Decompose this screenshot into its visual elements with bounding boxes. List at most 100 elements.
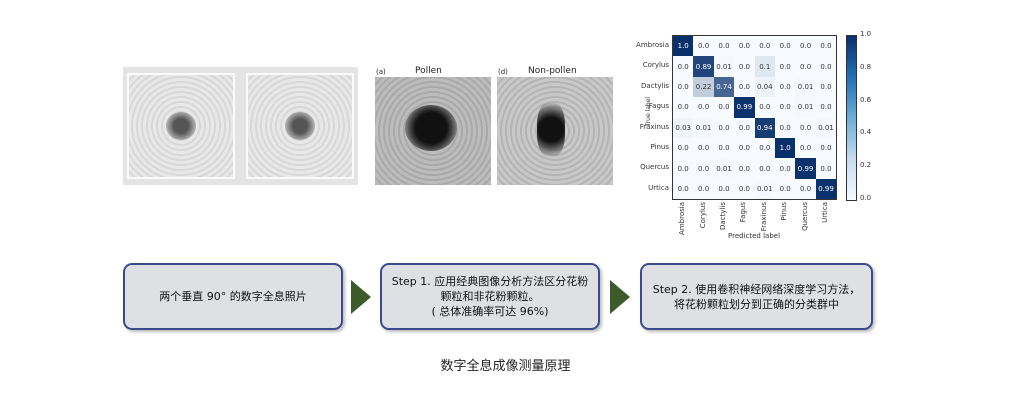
matrix-cell: 0.0	[795, 36, 816, 57]
step-box-step2: Step 2. 使用卷积神经网络深度学习方法，将花粉颗粒划分到正确的分类群中	[640, 263, 873, 330]
matrix-cell: 0.0	[754, 97, 775, 118]
matrix-cell: 0.0	[815, 158, 837, 179]
matrix-cell: 0.0	[795, 117, 816, 138]
caption: 数字全息成像测量原理	[440, 359, 571, 374]
matrix-cell: 0.0	[815, 36, 837, 57]
matrix-cell: 0.0	[754, 36, 775, 57]
pollen-tag: (a)	[376, 68, 386, 76]
matrix-cell: 0.0	[713, 36, 735, 57]
colorbar-tick: 0.4	[860, 128, 872, 137]
box3-text: Step 2. 使用卷积神经网络深度学习方法，将花粉颗粒划分到正确的分类群中	[652, 282, 861, 311]
matrix-cell: 0.0	[815, 97, 837, 118]
colorbar-tick: 0.0	[860, 194, 872, 202]
matrix-cell: 0.0	[734, 117, 755, 138]
matrix-cell: 0.0	[693, 158, 714, 179]
hologram-view-1	[127, 73, 235, 179]
box1-text: 两个垂直 90° 的数字全息照片	[159, 290, 307, 303]
arrow-icon	[610, 280, 630, 314]
y-tick-label: Dactylis	[641, 81, 669, 90]
colorbar-tick: 1.0	[860, 30, 872, 38]
matrix-cell: 0.99	[734, 97, 755, 118]
x-tick-label: Fraxinus	[759, 202, 768, 232]
matrix-cell: 0.01	[713, 158, 735, 179]
matrix-cell: 0.22	[693, 76, 714, 98]
matrix-cell: 0.0	[713, 117, 735, 138]
y-tick-label: Ambrosia	[636, 41, 669, 49]
matrix-cell: 0.0	[734, 36, 755, 57]
y-tick-label: Pinus	[650, 143, 669, 151]
pollen-image	[375, 77, 491, 185]
matrix-cell: 0.01	[795, 97, 816, 118]
x-tick-label: Fagus	[739, 202, 748, 223]
matrix-cell: 0.0	[734, 138, 755, 159]
y-tick-label: Urtica	[648, 183, 669, 192]
matrix-cell: 0.01	[713, 56, 735, 77]
matrix-cell: 0.01	[795, 76, 816, 98]
y-tick-label: Fagus	[648, 102, 669, 111]
matrix-cell: 0.0	[693, 36, 714, 57]
step-box-step1: Step 1. 应用经典图像分析方法区分花粉颗粒和非花粉颗粒。 ( 总体准确率可…	[380, 263, 600, 330]
pollen-title: Pollen	[415, 66, 442, 76]
matrix-cell: 0.0	[673, 158, 694, 179]
matrix-cell: 0.0	[775, 36, 796, 57]
colorbar-tick: 0.6	[860, 95, 872, 104]
arrow-icon	[351, 280, 371, 314]
box2-text: Step 1. 应用经典图像分析方法区分花粉颗粒和非花粉颗粒。	[391, 275, 589, 303]
matrix-cell: 0.1	[754, 56, 775, 77]
matrix-cell: 0.0	[815, 76, 837, 98]
matrix-cell: 0.0	[734, 158, 755, 179]
matrix-cell: 0.99	[795, 158, 816, 179]
matrix-cell: 0.0	[775, 158, 796, 179]
matrix-cell: 0.0	[795, 138, 816, 159]
matrix-cell: 1.0	[673, 36, 694, 57]
matrix-cell: 0.99	[815, 178, 837, 200]
hologram-view-2	[246, 73, 354, 179]
x-tick-label: Quercus	[800, 202, 809, 232]
matrix-cell: 0.94	[754, 117, 775, 138]
nonpollen-image	[497, 77, 613, 185]
nonpollen-tag: (d)	[498, 68, 508, 76]
x-axis-label: Predicted label	[728, 232, 781, 240]
x-tick-label: Corylus	[698, 202, 707, 229]
x-tick-label: Urtica	[821, 202, 829, 224]
matrix-cell: 0.0	[673, 178, 694, 200]
matrix-frame	[672, 35, 838, 201]
matrix-cell: 0.0	[713, 97, 735, 118]
matrix-cell: 1.0	[775, 138, 796, 159]
matrix-cell: 0.0	[754, 138, 775, 159]
colorbar-tick: 0.2	[860, 161, 872, 170]
matrix-cell: 0.0	[693, 178, 714, 200]
matrix-cell: 0.01	[815, 117, 837, 138]
colorbar-tick: 0.8	[860, 62, 872, 71]
y-tick-label: Corylus	[642, 61, 669, 70]
y-axis-label: True label	[645, 96, 653, 127]
matrix-cell: 0.0	[795, 56, 816, 77]
nonpollen-title: Non-pollen	[528, 66, 577, 76]
matrix-cell: 0.0	[734, 76, 755, 98]
matrix-cell: 0.04	[754, 76, 775, 98]
x-tick-label: Ambrosia	[678, 202, 687, 236]
colorbar	[846, 35, 857, 201]
matrix-cell: 0.0	[693, 138, 714, 159]
y-tick-label: Fraxinus	[639, 122, 669, 131]
matrix-cell: 0.0	[775, 117, 796, 138]
matrix-cell: 0.89	[693, 56, 714, 77]
y-tick-label: Quercus	[640, 163, 669, 172]
matrix-cell: 0.0	[775, 178, 796, 200]
matrix-cell: 0.0	[734, 178, 755, 200]
matrix-cell: 0.01	[754, 178, 775, 200]
x-tick-label: Pinus	[780, 202, 789, 221]
matrix-cell: 0.0	[775, 97, 796, 118]
matrix-cell: 0.0	[775, 56, 796, 77]
matrix-cell: 0.01	[693, 117, 714, 138]
matrix-cell: 0.0	[795, 178, 816, 200]
matrix-cell: 0.0	[693, 97, 714, 118]
matrix-cell: 0.0	[734, 56, 755, 77]
matrix-cell: 0.0	[775, 76, 796, 98]
matrix-cell: 0.03	[673, 117, 694, 138]
hologram-images	[123, 67, 358, 185]
x-tick-label: Dactylis	[719, 202, 727, 231]
matrix-cell: 0.0	[673, 138, 694, 159]
matrix-cell: 0.0	[713, 178, 735, 200]
box2-accuracy: ( 总体准确率可达 96%)	[431, 305, 549, 318]
